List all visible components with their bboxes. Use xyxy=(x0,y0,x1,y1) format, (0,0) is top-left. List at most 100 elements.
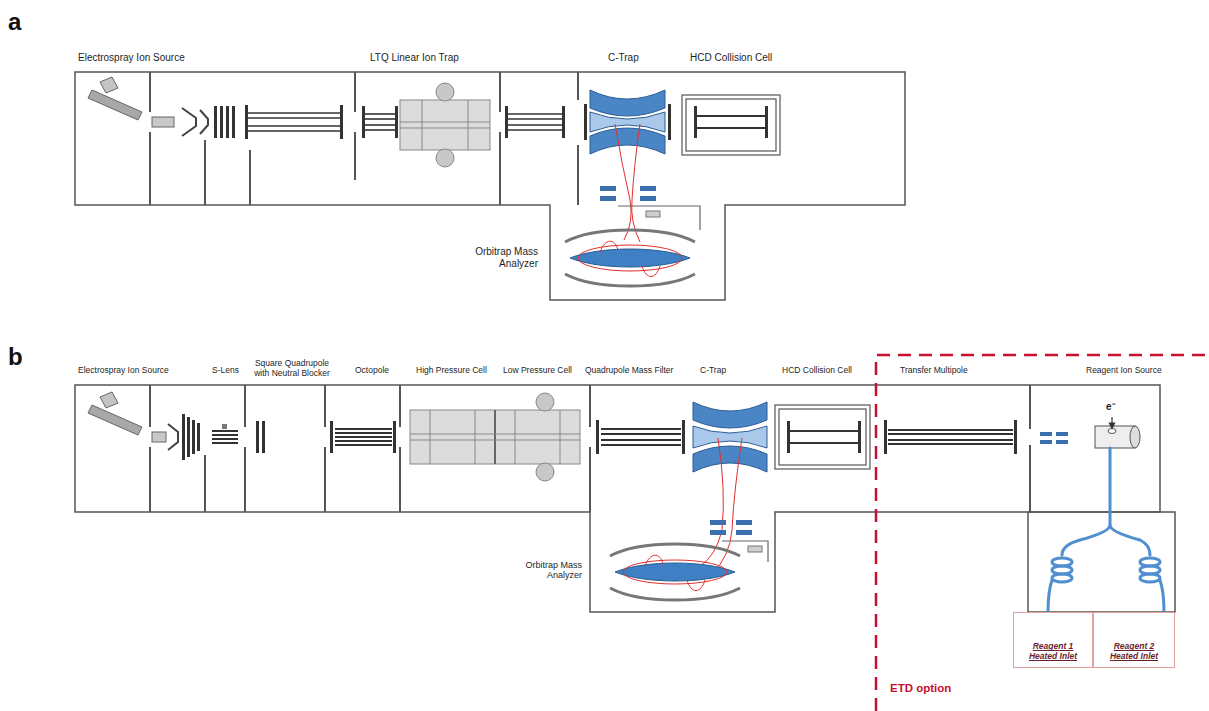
collision-cell xyxy=(775,405,870,469)
collision-cell xyxy=(682,95,780,155)
chamber-wall xyxy=(150,72,578,205)
part-name: Square Quadrupole with Neutral Blocker xyxy=(252,359,332,379)
reagent-ion-source xyxy=(1111,417,1112,426)
chamber-wall xyxy=(249,150,251,205)
ion-trap-cells xyxy=(475,410,476,464)
multipole-rods xyxy=(601,439,681,441)
ion-trap-cells xyxy=(410,410,580,464)
part-name: Octopole xyxy=(355,366,389,376)
orbitrap-analyzer xyxy=(610,588,740,600)
ion-trap-cells xyxy=(410,434,580,435)
chamber-wall xyxy=(244,385,246,427)
collision-cell xyxy=(697,127,765,129)
collision-cell xyxy=(682,95,780,155)
reagent-tube xyxy=(1110,525,1150,555)
chamber-wall xyxy=(149,447,151,512)
transfer-lens xyxy=(600,186,616,191)
part-name: C-Trap xyxy=(608,52,639,64)
lens-stack xyxy=(505,106,508,138)
ion-path xyxy=(615,124,631,240)
inlet-box: Reagent 1 Heated Inlet xyxy=(1013,612,1093,668)
chamber-wall xyxy=(1029,385,1031,429)
spray-needle xyxy=(100,77,118,93)
multipole-rods xyxy=(248,112,340,114)
multipole-rods xyxy=(508,129,562,131)
ion-trap-cells xyxy=(430,410,431,464)
lens-plate xyxy=(596,420,599,454)
multipole-rods xyxy=(888,439,1013,441)
ion-path xyxy=(615,124,640,242)
collision-cell xyxy=(775,405,870,469)
part-name: High Pressure Cell xyxy=(416,366,487,376)
multipole-rods xyxy=(365,124,395,126)
linear-ion-trap xyxy=(400,128,490,129)
collision-cell xyxy=(787,421,790,453)
linear-ion-trap xyxy=(468,100,469,150)
part-name: Electrospray Ion Source xyxy=(78,52,185,64)
chamber-wall xyxy=(354,72,356,112)
ion-trap-cells xyxy=(515,410,516,464)
transfer-lens xyxy=(736,530,752,535)
multipole-rods xyxy=(212,434,238,436)
spray-needle xyxy=(88,90,142,120)
chamber-wall xyxy=(244,447,246,512)
part-name: Quadrupole Mass Filter xyxy=(585,366,673,376)
lens-plate xyxy=(222,424,227,429)
lens-plate xyxy=(256,421,259,453)
collision-cell xyxy=(697,115,765,117)
multipole-rods xyxy=(888,433,1013,435)
orbitrap-analyzer xyxy=(570,249,690,267)
ion-optics xyxy=(182,108,208,136)
chamber-wall xyxy=(399,447,401,512)
chamber-wall xyxy=(577,72,579,100)
chamber-wall xyxy=(324,447,326,512)
chamber-wall xyxy=(149,385,151,427)
multipole-rods xyxy=(335,432,392,434)
c-trap xyxy=(693,426,767,448)
ion-trap-cells xyxy=(560,410,561,464)
spray-needle xyxy=(152,432,166,442)
multipole-rods xyxy=(212,430,238,432)
spray-needle xyxy=(100,392,118,408)
s-lens xyxy=(192,420,195,454)
part-name: Orbitrap Mass Analyzer xyxy=(508,560,582,581)
orbitrap-analyzer xyxy=(565,230,695,242)
ion-trap-cells xyxy=(410,440,580,441)
lens-stack xyxy=(226,106,229,138)
linear-ion-trap xyxy=(436,149,454,167)
reagent-tube xyxy=(1048,580,1052,612)
part-name: HCD Collision Cell xyxy=(690,52,772,64)
transfer-lens xyxy=(736,520,752,525)
housing xyxy=(75,385,1175,612)
s-lens xyxy=(168,414,200,460)
c-trap xyxy=(584,90,671,154)
reagent-ion-source xyxy=(1040,432,1052,436)
multipole-rods xyxy=(601,444,681,446)
collision-cell xyxy=(765,106,768,138)
multipole-rods xyxy=(248,130,340,132)
chamber-wall xyxy=(149,132,151,205)
part-name: S-Lens xyxy=(212,366,239,376)
multipole-rods xyxy=(335,428,392,430)
lens-plate xyxy=(393,421,396,453)
multipole-rods xyxy=(248,125,340,127)
chamber-wall xyxy=(204,140,206,205)
s-lens xyxy=(187,417,190,457)
deflector-tube xyxy=(618,206,700,230)
chamber-wall xyxy=(499,132,501,205)
lens-stack xyxy=(232,106,235,138)
c-trap xyxy=(693,402,767,428)
orbitrap-analyzer xyxy=(578,245,682,271)
collision-cell xyxy=(790,430,858,432)
lens-plate xyxy=(222,420,1017,454)
reagent-tube xyxy=(1048,448,1164,612)
c-trap xyxy=(668,104,671,140)
lens-plate xyxy=(1014,420,1017,454)
part-name: C-Trap xyxy=(700,366,726,376)
reagent-tube xyxy=(1160,580,1164,612)
multipole-rods xyxy=(508,113,562,115)
s-lens xyxy=(168,424,178,450)
chamber-wall xyxy=(589,385,591,427)
part-name: HCD Collision Cell xyxy=(782,366,852,376)
